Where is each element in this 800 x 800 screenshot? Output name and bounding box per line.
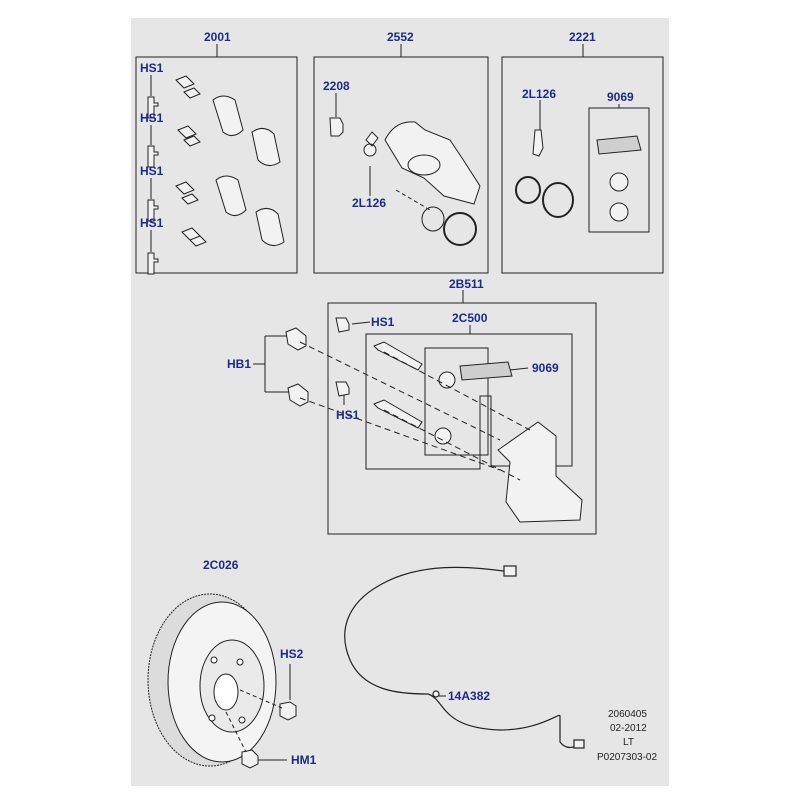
- clip-icon: [181, 227, 207, 247]
- label-grease-top: 9069: [607, 90, 634, 104]
- label-bleed-cap-left: 2L126: [352, 196, 387, 210]
- ref-code: 2060405: [608, 709, 647, 720]
- label-hs1-e: HS1: [371, 315, 395, 329]
- bleed-screw-icon: [329, 117, 344, 137]
- label-bleed-screw: 2208: [323, 79, 350, 93]
- bleed-cap-icon: [532, 129, 544, 157]
- clip-icon: [175, 181, 199, 205]
- guide-boot-icon: [609, 172, 629, 192]
- guide-pin-icon: [373, 399, 423, 429]
- caliper-parts: [329, 117, 481, 246]
- bolt-icon: [285, 327, 307, 351]
- label-seal-kit: 2221: [569, 30, 596, 44]
- caliper-piston-icon: [407, 154, 441, 176]
- bolt-icon: [147, 252, 159, 275]
- clip-icon: [175, 75, 201, 99]
- caliper-carrier-icon: [497, 421, 583, 523]
- grease-sachet-icon: [596, 135, 642, 155]
- label-guide-kit: 2C500: [452, 311, 488, 325]
- label-carrier-assy: 2B511: [449, 277, 484, 291]
- ref-date: 02-2012: [610, 723, 647, 734]
- nut-icon: [241, 749, 259, 769]
- brake-disc: [147, 593, 277, 767]
- label-disc: 2C026: [203, 558, 239, 572]
- label-pad-kit: 2001: [204, 30, 231, 44]
- brake-pad-icon: [255, 208, 285, 246]
- bolt-icon: [147, 145, 159, 168]
- wear-sensor-cable: [344, 565, 585, 749]
- label-grease-mid: 9069: [532, 361, 559, 375]
- label-hb1: HB1: [227, 357, 252, 371]
- brake-pad-icon: [215, 175, 247, 216]
- disc-hardware: [225, 689, 297, 769]
- guide-pin-icon: [373, 341, 423, 371]
- grease-sachet-icon: [459, 361, 513, 381]
- label-hs1-a: HS1: [140, 61, 164, 75]
- pad-kit-parts: [147, 75, 285, 275]
- label-hs1-c: HS1: [140, 164, 164, 178]
- bleed-cap-icon: [363, 131, 379, 157]
- grease-mid-sub-box: [424, 347, 489, 456]
- label-hs1-f: HS1: [336, 408, 360, 422]
- guide-boot-icon: [609, 202, 629, 222]
- seal-ring-icon: [421, 206, 445, 232]
- screw-icon: [279, 701, 297, 721]
- label-bleed-cap-top: 2L126: [522, 87, 557, 101]
- brake-pad-icon: [212, 95, 244, 136]
- label-hm1: HM1: [291, 753, 317, 767]
- carrier-assy-box: [327, 302, 597, 535]
- clip-icon: [177, 125, 201, 147]
- guide-boot-icon: [434, 427, 452, 445]
- bolt-icon: [287, 383, 309, 407]
- seal-ring-icon: [515, 176, 541, 204]
- bolt-icon: [335, 381, 350, 397]
- bolt-icon: [147, 199, 159, 222]
- bolt-icon: [335, 317, 350, 333]
- seal-kit-parts: [515, 129, 642, 222]
- label-caliper: 2552: [387, 30, 414, 44]
- guide-boot-icon: [438, 371, 456, 389]
- carrier-parts: [285, 317, 583, 523]
- label-hs1-d: HS1: [140, 216, 164, 230]
- ref-drawing: P0207303-02: [597, 752, 658, 763]
- brake-pad-icon: [251, 128, 281, 166]
- dust-boot-icon: [443, 212, 477, 246]
- label-hs1-b: HS1: [140, 111, 164, 125]
- label-hs2: HS2: [280, 647, 304, 661]
- ref-region: LT: [623, 737, 634, 748]
- guide-kit-box: [365, 333, 573, 470]
- dust-boot-icon: [542, 182, 574, 218]
- bolt-icon: [147, 96, 159, 119]
- label-wear-sensor: 14A382: [448, 689, 491, 703]
